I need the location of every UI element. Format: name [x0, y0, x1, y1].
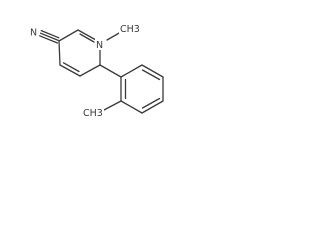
nitrile-triple-bond-line-3 [39, 35, 59, 44]
ring-bond-c6-c5 [79, 64, 101, 77]
ring-bond-c5-c4-double-inner [62, 62, 80, 73]
chemical-structure: N N CH3 CH3 [29, 22, 164, 119]
dihydropyridine-ring [58, 29, 101, 77]
ring-bond-c2-n1-double-inner [79, 33, 95, 43]
tolyl-ring [120, 64, 164, 114]
n-methyl-label: CH3 [120, 24, 140, 35]
aryl-bond-1 [120, 64, 143, 78]
aryl-bond-2-inner [141, 69, 161, 81]
nitrile-n-label-bg [29, 25, 39, 38]
ring-bond-c4-c3 [58, 40, 61, 66]
aryl-methyl-label-bg [82, 106, 104, 119]
nitrile-n-label: N [30, 28, 37, 39]
nitrile-triple-bond-line-2 [40, 29, 60, 39]
ring-n-label-bg [95, 38, 105, 50]
aryl-bond-2 [141, 64, 164, 78]
nitrile-group [39, 29, 60, 44]
ring-n-label: N [96, 40, 103, 51]
aryl-bond-4 [141, 100, 164, 114]
n-methyl-label-bg [119, 22, 141, 35]
atom-labels: N N CH3 CH3 [29, 22, 141, 119]
ring-bond-c2-n1-double [77, 29, 97, 41]
ring-bond-c5-c4-double [59, 64, 81, 77]
n-methyl-bond [106, 31, 122, 41]
aryl-bond-4-inner [141, 97, 161, 109]
aryl-methyl-label: CH3 [83, 108, 103, 119]
ring-aryl-link-bond [99, 64, 122, 78]
ring-bond-c3-c2 [58, 29, 79, 42]
nitrile-triple-bond-line-1 [39, 32, 59, 42]
aryl-bond-5 [120, 100, 143, 114]
aryl-methyl-bond [103, 100, 122, 111]
